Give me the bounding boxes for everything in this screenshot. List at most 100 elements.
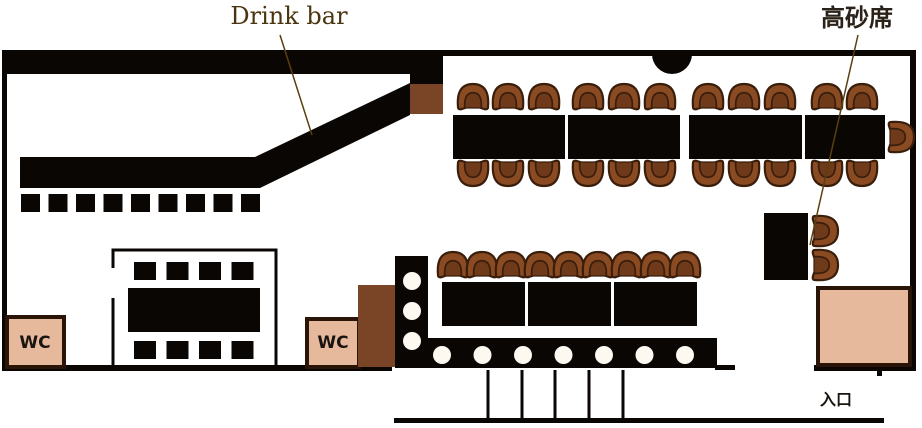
bar-stool[interactable] bbox=[213, 194, 233, 212]
chair[interactable] bbox=[727, 159, 761, 188]
private-seat-top[interactable] bbox=[134, 262, 156, 280]
chair[interactable] bbox=[607, 82, 641, 111]
chair[interactable] bbox=[811, 214, 840, 248]
chair[interactable] bbox=[465, 250, 499, 279]
wc-right[interactable]: WC bbox=[305, 285, 395, 369]
counter-stool[interactable] bbox=[635, 346, 654, 364]
counter-stool[interactable] bbox=[554, 346, 573, 364]
banquet-table-2[interactable] bbox=[568, 115, 680, 159]
bar-stool[interactable] bbox=[21, 194, 40, 212]
lower-table-3[interactable] bbox=[614, 282, 697, 326]
wc-left[interactable]: WC bbox=[5, 315, 66, 369]
chair[interactable] bbox=[763, 159, 797, 188]
bar-stool[interactable] bbox=[103, 194, 123, 212]
chair[interactable] bbox=[581, 250, 615, 279]
private-seat-bottom[interactable] bbox=[166, 341, 189, 359]
chair[interactable] bbox=[887, 120, 916, 154]
entrance-notch bbox=[877, 368, 882, 376]
chair[interactable] bbox=[691, 159, 725, 188]
chair-seat bbox=[699, 161, 717, 178]
counter-stool[interactable] bbox=[473, 346, 492, 364]
counter-stool[interactable] bbox=[595, 346, 613, 364]
chair-seat bbox=[771, 161, 789, 178]
chair-seat bbox=[473, 260, 491, 277]
chair[interactable] bbox=[639, 250, 673, 279]
mullion bbox=[520, 370, 524, 420]
counter-stool[interactable] bbox=[403, 302, 421, 320]
lower-table-2[interactable] bbox=[528, 282, 611, 326]
chair[interactable] bbox=[494, 250, 528, 279]
banquet-table-1[interactable] bbox=[453, 115, 565, 159]
banquet-table-4[interactable] bbox=[805, 115, 885, 159]
entrance-label: 入口 bbox=[820, 390, 852, 409]
chair[interactable] bbox=[527, 159, 561, 188]
chair[interactable] bbox=[643, 159, 677, 188]
private-seat-top[interactable] bbox=[166, 262, 189, 280]
chair-seat bbox=[853, 92, 871, 109]
chair[interactable] bbox=[436, 250, 470, 279]
private-seat-bottom[interactable] bbox=[199, 341, 221, 359]
chair-seat bbox=[589, 260, 607, 277]
chair[interactable] bbox=[456, 82, 490, 111]
chair[interactable] bbox=[643, 82, 677, 111]
street-line bbox=[394, 418, 884, 423]
banquet-table-3[interactable] bbox=[689, 115, 802, 159]
counter-stool[interactable] bbox=[403, 272, 421, 290]
bottom-wall-mid bbox=[715, 365, 735, 370]
chair[interactable] bbox=[727, 82, 761, 111]
chair[interactable] bbox=[811, 248, 840, 282]
chair-seat bbox=[853, 161, 871, 178]
private-seat-top[interactable] bbox=[231, 262, 254, 280]
chair[interactable] bbox=[845, 159, 879, 188]
right-wall bbox=[910, 50, 916, 370]
bar-stool[interactable] bbox=[131, 194, 150, 212]
top-wall-right bbox=[440, 50, 916, 56]
wc-left-room[interactable] bbox=[5, 315, 66, 369]
chair[interactable] bbox=[763, 82, 797, 111]
raised-table[interactable] bbox=[764, 213, 808, 280]
chair[interactable] bbox=[527, 82, 561, 111]
mullion bbox=[486, 370, 490, 420]
counter-stool[interactable] bbox=[676, 346, 694, 364]
chair-seat bbox=[813, 256, 830, 274]
chair[interactable] bbox=[523, 250, 557, 279]
chair[interactable] bbox=[571, 159, 605, 188]
bottom-wall-left bbox=[2, 365, 392, 371]
bar-stool[interactable] bbox=[158, 194, 178, 212]
private-room bbox=[111, 248, 278, 368]
counter-stool[interactable] bbox=[433, 346, 451, 364]
entrance-area[interactable]: 入口 bbox=[816, 286, 912, 409]
chair[interactable] bbox=[610, 250, 644, 279]
private-seat-bottom[interactable] bbox=[231, 341, 254, 359]
chair[interactable] bbox=[607, 159, 641, 188]
counter-stool[interactable] bbox=[403, 332, 421, 350]
counter-stools bbox=[403, 272, 694, 364]
wc-left-label: WC bbox=[19, 333, 50, 353]
bar-stool[interactable] bbox=[241, 194, 260, 212]
bar-stool[interactable] bbox=[76, 194, 95, 212]
chair-seat bbox=[735, 92, 753, 109]
counter-stool[interactable] bbox=[514, 346, 532, 364]
chair[interactable] bbox=[810, 82, 844, 111]
chair[interactable] bbox=[552, 250, 586, 279]
entrance-mat[interactable] bbox=[816, 286, 912, 367]
walls bbox=[2, 50, 916, 423]
chair[interactable] bbox=[668, 250, 702, 279]
private-seat-top[interactable] bbox=[199, 262, 221, 280]
chair[interactable] bbox=[491, 82, 525, 111]
chair[interactable] bbox=[571, 82, 605, 111]
chair-seat bbox=[579, 92, 597, 109]
chair[interactable] bbox=[691, 82, 725, 111]
chair-seat bbox=[560, 260, 578, 277]
chair-seat bbox=[502, 260, 520, 277]
chair[interactable] bbox=[456, 159, 490, 188]
mullion bbox=[553, 370, 557, 420]
bar-stool[interactable] bbox=[48, 194, 68, 212]
lower-table-1[interactable] bbox=[442, 282, 525, 326]
drink-bar bbox=[20, 83, 410, 212]
chair[interactable] bbox=[845, 82, 879, 111]
chair[interactable] bbox=[491, 159, 525, 188]
private-seat-bottom[interactable] bbox=[134, 341, 156, 359]
bar-stool[interactable] bbox=[186, 194, 205, 212]
